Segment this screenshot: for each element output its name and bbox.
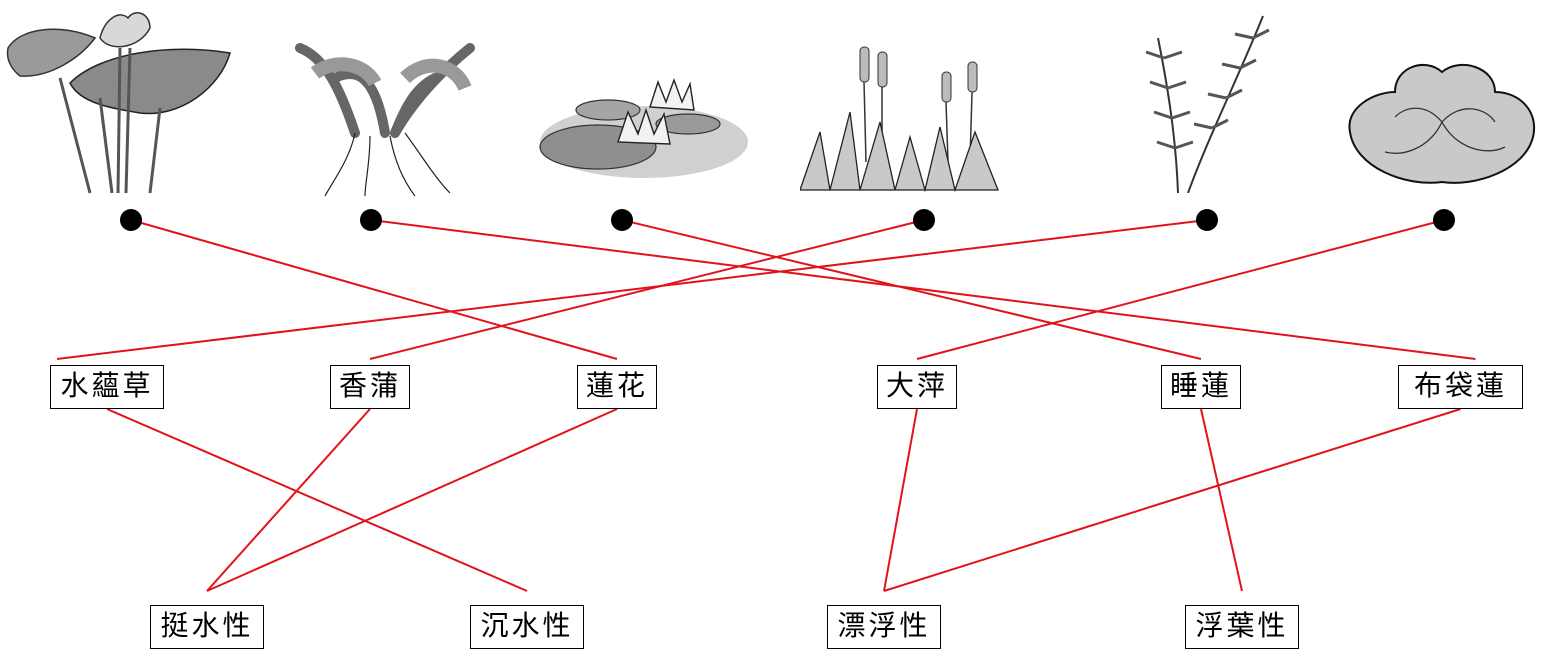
plant-dot[interactable] bbox=[1196, 209, 1218, 231]
plant-name-link bbox=[621, 219, 1202, 360]
lotus-plant-icon bbox=[6, 12, 231, 194]
submerged-stem-plant-icon bbox=[1145, 15, 1270, 193]
plant-name-link bbox=[130, 219, 618, 360]
plant-dot[interactable] bbox=[611, 209, 633, 231]
plant-name-link bbox=[56, 219, 1208, 360]
name-box[interactable]: 睡蓮 bbox=[1161, 365, 1241, 409]
name-category-link bbox=[206, 408, 618, 592]
name-box[interactable]: 大萍 bbox=[877, 365, 957, 409]
name-box[interactable]: 香蒲 bbox=[330, 365, 410, 409]
plant-dot[interactable] bbox=[913, 209, 935, 231]
category-box[interactable]: 沉水性 bbox=[470, 605, 584, 649]
name-category-link bbox=[206, 408, 371, 592]
name-box[interactable]: 水蘊草 bbox=[50, 365, 164, 409]
plant-name-link bbox=[369, 219, 925, 360]
category-box[interactable]: 浮葉性 bbox=[1185, 605, 1299, 649]
plant-name-link bbox=[370, 219, 1476, 360]
name-category-link bbox=[883, 408, 1461, 592]
category-box[interactable]: 挺水性 bbox=[150, 605, 264, 649]
name-box[interactable]: 布袋蓮 bbox=[1398, 365, 1523, 409]
category-box[interactable]: 漂浮性 bbox=[827, 605, 941, 649]
cattail-plant-icon bbox=[800, 46, 999, 192]
name-box[interactable]: 蓮花 bbox=[577, 365, 657, 409]
plant-dot[interactable] bbox=[120, 209, 142, 231]
water-lily-plant-icon bbox=[539, 77, 748, 178]
plant-dot[interactable] bbox=[360, 209, 382, 231]
plant-dot[interactable] bbox=[1433, 209, 1455, 231]
name-category-link bbox=[1200, 408, 1243, 592]
name-category-link bbox=[883, 408, 918, 592]
name-category-link bbox=[106, 408, 528, 592]
plant-name-link bbox=[916, 219, 1445, 360]
aquatic-bush-plant-icon bbox=[295, 43, 475, 197]
water-lettuce-plant-icon bbox=[1348, 63, 1536, 184]
